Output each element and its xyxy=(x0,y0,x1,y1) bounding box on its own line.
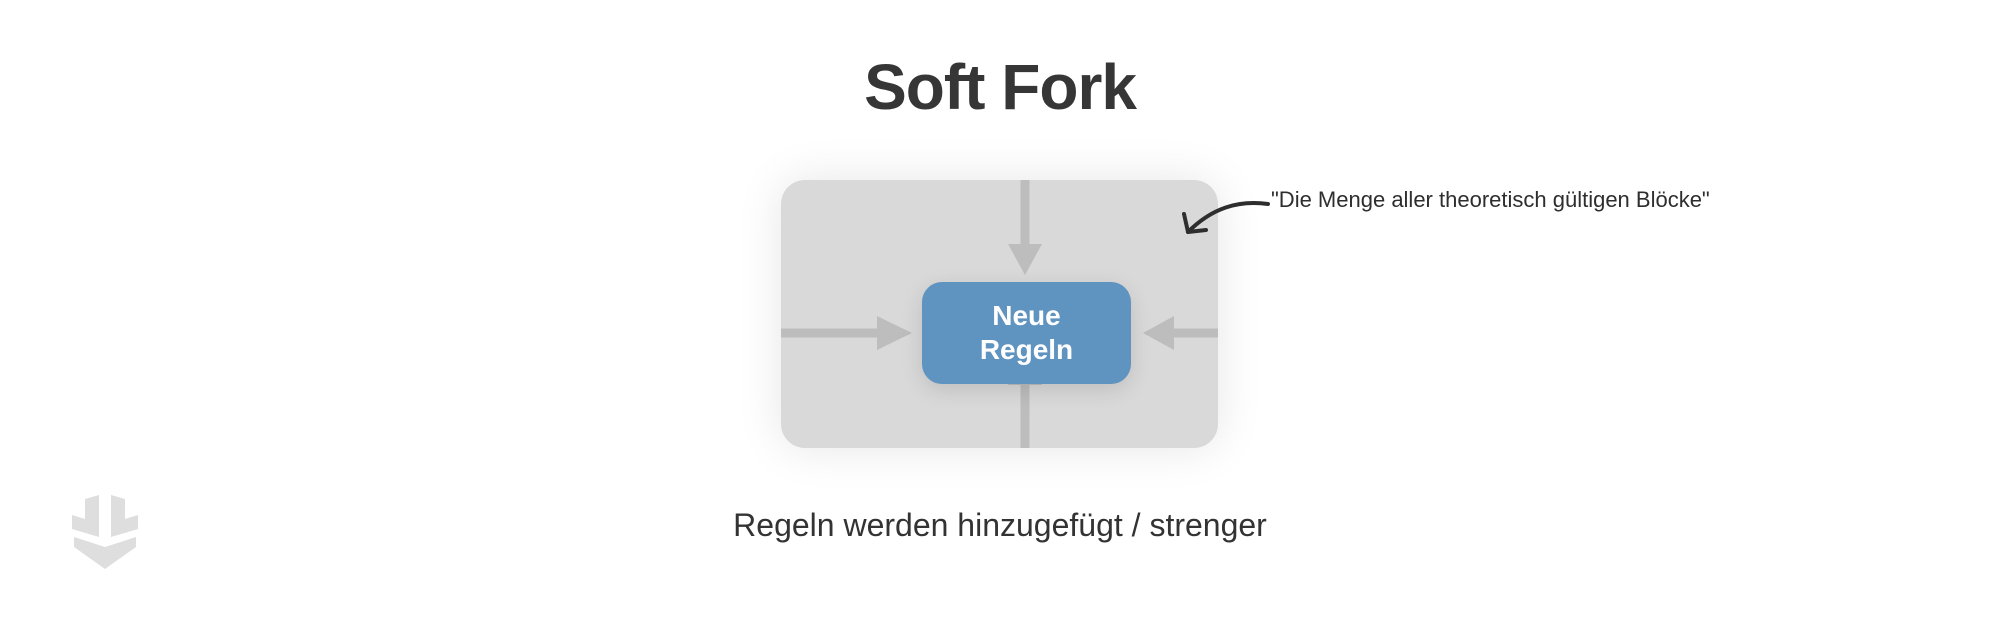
set-annotation: "Die Menge aller theoretisch gültigen Bl… xyxy=(1271,187,1710,212)
curved-arrow-icon xyxy=(1182,201,1270,234)
diagram-caption: Regeln werden hinzugefügt / strenger xyxy=(733,507,1267,543)
new-rules-box: Neue Regeln xyxy=(922,282,1131,384)
logo-icon xyxy=(72,495,138,569)
arrow-left-icon xyxy=(1143,316,1218,350)
new-rules-label: Neue Regeln xyxy=(979,300,1074,365)
valid-blocks-set: Neue Regeln xyxy=(781,180,1218,448)
arrow-right-icon xyxy=(781,316,912,350)
arrow-down-icon xyxy=(1008,180,1042,275)
page-title: Soft Fork xyxy=(864,51,1137,123)
